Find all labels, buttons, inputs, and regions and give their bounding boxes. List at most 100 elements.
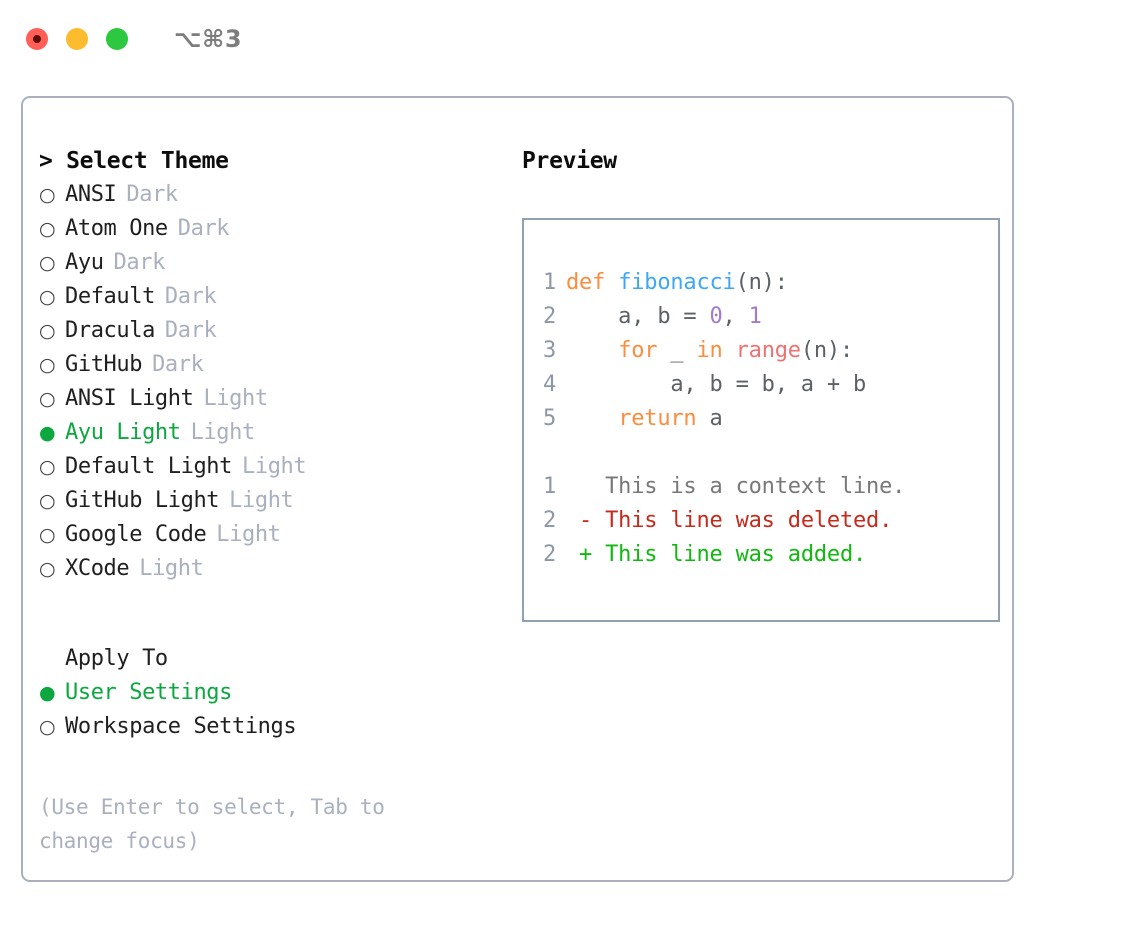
radio-unselected-icon: ○ (39, 354, 56, 376)
theme-option-label: ANSI Light (65, 386, 194, 411)
code-line-content: for _ in range(n): (566, 334, 853, 368)
code-token-pl: a, b = b, a + b (566, 372, 867, 397)
code-token-pl (605, 270, 618, 295)
code-token-pl: a, b = (566, 304, 710, 329)
code-token-kw: in (696, 338, 723, 363)
theme-variant-tag: Dark (164, 318, 217, 343)
theme-option-label: GitHub (65, 352, 143, 377)
code-line-number: 1 (542, 270, 556, 295)
code-token-num: 1 (748, 304, 762, 329)
theme-option-label: Atom One (65, 216, 168, 241)
preview-heading: Preview (522, 148, 617, 174)
theme-option-label: Default Light (65, 454, 232, 479)
radio-selected-icon: ● (39, 682, 56, 704)
maximize-window-button[interactable] (106, 28, 128, 50)
code-line-content: a, b = 0, 1 (566, 300, 762, 334)
diff-line-context: 1 This is a context line. (524, 470, 998, 504)
theme-option-ansi[interactable]: ○ ANSI Dark (39, 178, 491, 212)
code-line-content: return a (566, 402, 723, 436)
close-window-button[interactable] (26, 28, 48, 50)
diff-line-text: This is a context line. (605, 474, 906, 499)
code-token-fn: fibonacci (618, 270, 736, 295)
code-line: 5 return a (524, 402, 998, 436)
code-line-content: def fibonacci(n): (566, 266, 788, 300)
apply-to-option-workspace-settings[interactable]: ○ Workspace Settings (39, 710, 491, 744)
code-line: 2 a, b = 0, 1 (524, 300, 998, 334)
theme-variant-tag: Light (216, 522, 281, 547)
code-line-number: 2 (542, 304, 556, 329)
window-title: ⌥⌘3 (174, 25, 243, 53)
theme-option-google-code[interactable]: ○ Google Code Light (39, 518, 491, 552)
radio-unselected-icon: ○ (39, 524, 56, 546)
radio-unselected-icon: ○ (39, 218, 56, 240)
code-line-number: 3 (542, 338, 556, 363)
theme-option-ayu-light[interactable]: ● Ayu Light Light (39, 416, 491, 450)
code-token-call: range (735, 338, 801, 363)
theme-variant-tag: Dark (164, 284, 217, 309)
radio-unselected-icon: ○ (39, 286, 56, 308)
code-line-number: 5 (542, 406, 556, 431)
code-token-pl (723, 338, 736, 363)
code-token-pl: a (696, 406, 723, 431)
theme-option-label: XCode (65, 556, 130, 581)
radio-unselected-icon: ○ (39, 490, 56, 512)
select-theme-heading: > Select Theme (39, 148, 229, 174)
code-token-pl: _ (657, 338, 697, 363)
radio-unselected-icon: ○ (39, 388, 56, 410)
keyboard-hint-text: (Use Enter to select, Tab to change focu… (39, 795, 385, 853)
code-token-pl: (n): (735, 270, 788, 295)
diff-marker (566, 470, 605, 504)
radio-unselected-icon: ○ (39, 558, 56, 580)
theme-variant-tag: Light (229, 488, 294, 513)
diff-line-added: 2 + This line was added. (524, 538, 998, 572)
radio-unselected-icon: ○ (39, 456, 56, 478)
radio-unselected-icon: ○ (39, 320, 56, 342)
code-token-pl: , (722, 304, 749, 329)
diff-line-number: 2 (542, 508, 556, 533)
apply-to-option-label: Workspace Settings (65, 714, 297, 739)
window-titlebar: ⌥⌘3 (0, 0, 1140, 78)
radio-unselected-icon: ○ (39, 184, 56, 206)
minimize-window-button[interactable] (66, 28, 88, 50)
code-token-kw: return (618, 406, 697, 431)
code-line: 4 a, b = b, a + b (524, 368, 998, 402)
apply-to-option-user-settings[interactable]: ●User Settings (39, 676, 491, 710)
radio-unselected-icon: ○ (39, 716, 56, 738)
radio-selected-icon: ● (39, 422, 56, 444)
theme-option-label: ANSI (65, 182, 117, 207)
code-line: 3 for _ in range(n): (524, 334, 998, 368)
diff-preview: 1 This is a context line.2 - This line w… (524, 470, 998, 572)
preview-divider-space (524, 436, 998, 470)
diff-line-number: 2 (542, 542, 556, 567)
theme-option-label: Ayu Light (65, 420, 181, 445)
apply-to-option-list[interactable]: ●User Settings ○ Workspace Settings (39, 676, 491, 744)
theme-option-label: Google Code (65, 522, 207, 547)
theme-option-atom-one[interactable]: ○ Atom One Dark (39, 212, 491, 246)
radio-unselected-icon: ○ (39, 252, 56, 274)
code-line-content: a, b = b, a + b (566, 368, 866, 402)
theme-variant-tag: Dark (177, 216, 230, 241)
theme-variant-tag: Light (139, 556, 204, 581)
code-line: 1 def fibonacci(n): (524, 266, 998, 300)
diff-marker: + (566, 542, 606, 567)
theme-variant-tag: Light (190, 420, 256, 445)
theme-option-xcode[interactable]: ○ XCode Light (39, 552, 491, 586)
theme-variant-tag: Light (242, 454, 307, 479)
code-line-number: 4 (542, 372, 556, 397)
theme-variant-tag: Dark (126, 182, 178, 207)
code-token-num: 0 (709, 304, 723, 329)
diff-line-text: This line was deleted. (605, 508, 893, 533)
close-icon (33, 35, 41, 43)
theme-option-default-light[interactable]: ○ Default Light Light (39, 450, 491, 484)
